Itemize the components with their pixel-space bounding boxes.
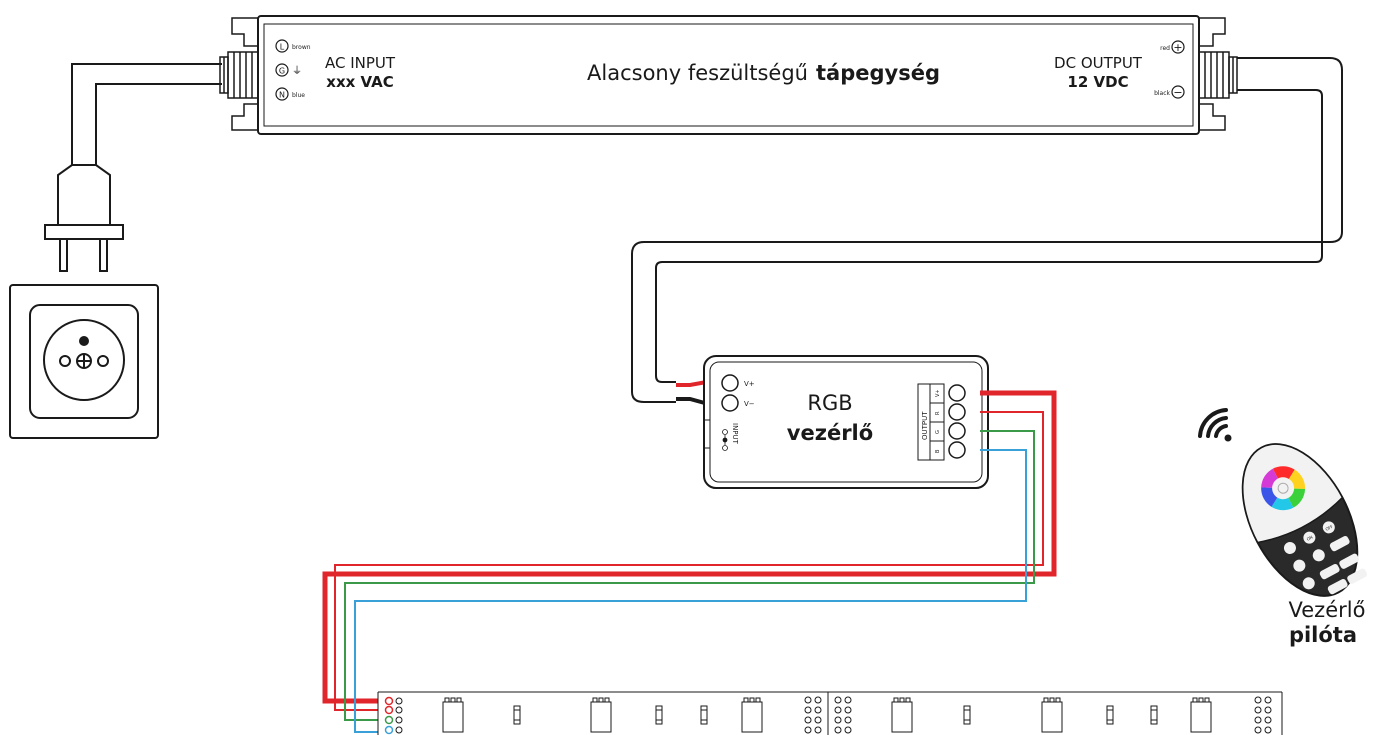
ac-input-value: xxx VAC [326,73,393,91]
led-chip [741,697,763,733]
output-pin-label: V+ [935,389,941,397]
led-chip [1190,697,1212,733]
terminal-letter: N [279,91,285,100]
terminal-text: red [1160,45,1170,52]
resistor [1106,705,1114,725]
ground-icon: ⏚ [292,65,302,77]
output-label: OUTPUT [921,411,929,440]
resistor [1150,705,1158,725]
terminal-letter: G [279,67,285,76]
resistor [963,705,971,725]
output-pin-label: B [935,449,941,453]
resistor [700,705,708,725]
output-pin-label: G [935,430,941,434]
psu-title-regular: Alacsony feszültségű [587,61,808,85]
power-plug-icon [44,63,222,272]
dc-output-value: 12 VDC [1067,73,1128,91]
ac-input-label: AC INPUT [325,54,396,72]
terminal-text: black [1154,90,1170,97]
controller-title-bold: vezérlő [787,421,873,445]
remote-button-label: OFF [1324,523,1334,531]
led-chip [590,697,612,733]
remote-control-icon: ON OFF [1241,443,1367,597]
dc-output-terminals: red + black − [1154,40,1185,99]
wireless-signal-icon [1198,408,1232,442]
remote-label-regular: Vezérlő [1289,598,1366,622]
rgb-controller: V+ V− INPUT RGB vezérlő OUTPUT V+ R G B [703,355,989,489]
controller-title-regular: RGB [807,391,852,415]
ac-input-terminals: L brown G ⏚ N blue [275,39,311,101]
blue-b-wire [354,449,1027,733]
led-strip [377,691,1283,735]
plus-icon: + [1173,41,1182,54]
terminal-text: blue [292,92,305,99]
led-chip [442,697,464,733]
minus-icon: − [1173,86,1182,99]
input-label: INPUT [731,423,739,445]
output-wires [322,390,1057,733]
led-chip [1041,697,1063,733]
dc-output-label: DC OUTPUT [1054,54,1143,72]
output-pin-label: R [935,411,941,415]
red-vplus-wire [322,390,1057,704]
remote-button-label: ON [1306,534,1314,541]
psu-title-bold: tápegység [816,61,940,85]
terminal-letter: L [280,43,285,52]
input-pin-label: V+ [744,380,755,388]
led-chip [891,697,913,733]
resistor [513,705,521,725]
red-r-wire [334,411,1044,711]
power-supply-unit: L brown G ⏚ N blue AC INPUT xxx VAC Alac… [219,15,1238,135]
input-pin-label: V− [744,400,755,408]
terminal-text: brown [292,44,311,51]
wall-socket-icon [9,284,159,439]
green-g-wire [344,430,1035,721]
dc-cable [631,57,1343,403]
remote-label-bold: pilóta [1289,623,1357,647]
resistor [655,705,663,725]
